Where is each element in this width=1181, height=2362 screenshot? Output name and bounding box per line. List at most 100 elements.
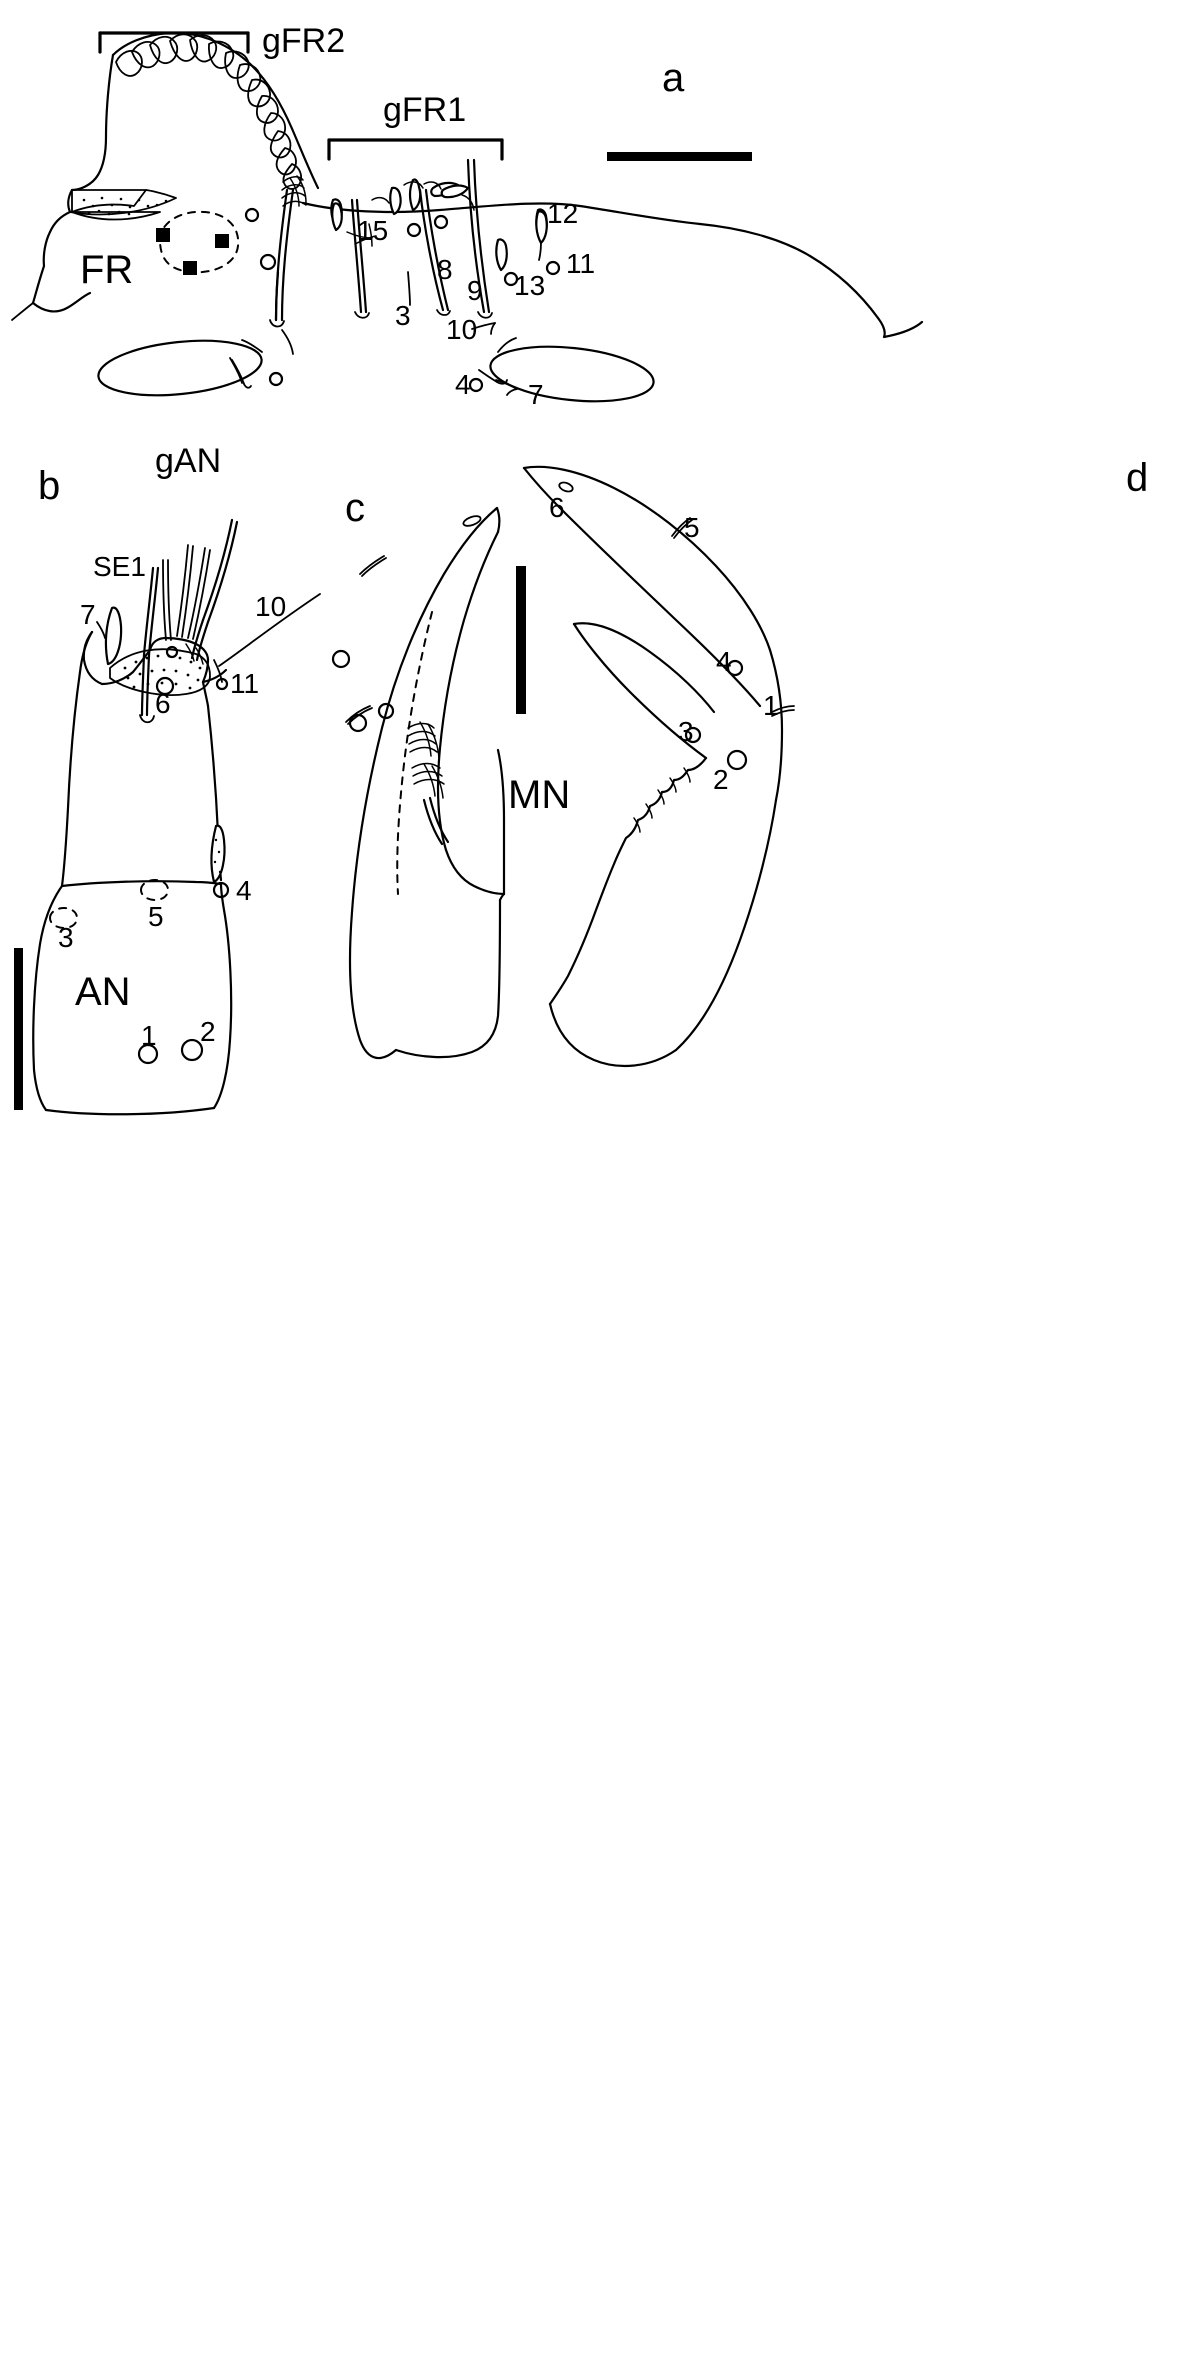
label-an: AN <box>75 970 131 1014</box>
label-b-6: 6 <box>155 688 171 719</box>
label-b-7: 7 <box>80 599 96 630</box>
label-a-7: 7 <box>528 379 544 410</box>
label-d-1: 1 <box>763 690 779 721</box>
seta-10-pointer-a <box>471 322 496 335</box>
panel-b-drawing <box>14 518 321 1116</box>
panel-letter-d: d <box>1126 456 1149 500</box>
mandible-marginal-setae <box>671 517 795 717</box>
maxilla-internal-dashed <box>396 611 433 895</box>
plate-left-a <box>97 339 263 397</box>
mandible-base-lower <box>548 1002 678 1068</box>
label-a-11: 11 <box>566 248 596 279</box>
label-mn: MN <box>508 773 571 817</box>
label-a-4: 4 <box>455 369 471 400</box>
panel-c-drawing <box>331 506 526 1060</box>
label-fr: FR <box>80 248 134 292</box>
frontoclypeus-outline <box>31 31 320 313</box>
antenna-apex-setae <box>162 544 211 641</box>
frontal-suture-left-b <box>280 188 295 322</box>
pore-6-b <box>155 676 175 696</box>
label-gan: gAN <box>155 442 222 480</box>
seta-10-leader-b <box>218 593 321 667</box>
muscle-attachment-area <box>156 210 240 275</box>
label-d-5: 5 <box>684 512 700 543</box>
label-a-8: 8 <box>437 254 453 285</box>
se1-seta <box>104 606 123 666</box>
label-b-1: 1 <box>141 1020 157 1051</box>
mandible-pore-6 <box>558 481 574 493</box>
maxilla-lacinial-spines <box>407 721 450 846</box>
label-a-15: 15 <box>357 215 389 246</box>
antenna-apex <box>148 636 210 684</box>
scale-bar-c <box>516 566 526 714</box>
label-gfr2: gFR2 <box>262 22 346 60</box>
label-gfr1: gFR1 <box>383 91 467 129</box>
label-b-2: 2 <box>200 1016 216 1047</box>
maxilla-apical-pore <box>462 515 482 527</box>
panel-letter-a: a <box>662 56 685 100</box>
frontoclypeus-left-extension <box>11 302 34 321</box>
stipple-patch-left <box>69 189 177 221</box>
seta-7-b <box>96 621 106 639</box>
seta-11-b <box>213 659 229 691</box>
mandible-right-margin-lower <box>674 798 778 1052</box>
dashed-pore-5-b <box>139 878 170 902</box>
label-a-13: 13 <box>514 270 546 301</box>
gan-long-setae <box>139 518 239 724</box>
label-b-10: 10 <box>255 591 287 622</box>
label-d-6: 6 <box>549 492 565 523</box>
maxilla-apex <box>495 506 501 534</box>
mandible-inner-curve-upper <box>522 466 762 708</box>
antenna-distal-plate <box>32 882 233 1116</box>
maxilla-outer-margin <box>348 506 499 1060</box>
frontoclypeus-right-tip <box>876 316 924 339</box>
plate-right-a <box>489 345 655 403</box>
label-b-11: 11 <box>230 668 260 699</box>
label-d-2: 2 <box>713 764 729 795</box>
mandible-right-margin-upper <box>768 648 784 802</box>
label-b-4: 4 <box>236 875 252 906</box>
mandible-serrated-margin <box>548 756 708 1006</box>
seta-4-b <box>210 824 230 899</box>
gfr1-setae <box>350 158 493 319</box>
gfr1-bracket <box>327 138 504 161</box>
mandible-outer-curve <box>522 465 772 652</box>
maxilla-inner-margin <box>436 530 500 852</box>
dashed-pore-3-b <box>48 906 79 930</box>
scale-bar-b <box>14 948 23 1110</box>
frontoclypeus-right-margin <box>698 222 880 320</box>
label-b-3: 3 <box>58 922 74 953</box>
seta-3-a <box>407 271 411 306</box>
frontoclypeus-median-ridge <box>301 201 702 226</box>
label-d-3: 3 <box>678 716 694 747</box>
label-a-12: 12 <box>547 198 579 229</box>
label-a-9: 9 <box>467 275 483 306</box>
maxilla-base-body <box>394 898 502 1059</box>
antenna-basal-segment <box>82 630 228 708</box>
pores-d <box>684 659 748 771</box>
panel-letter-c: c <box>345 486 365 530</box>
maxilla-inner-base <box>444 848 506 896</box>
maxilla-inner-side <box>496 748 506 896</box>
left-long-setae <box>269 270 294 355</box>
panel-letter-b: b <box>38 464 61 508</box>
seta-12-a <box>535 210 548 261</box>
label-a-10: 10 <box>446 314 478 345</box>
label-d-4: 4 <box>716 646 732 677</box>
label-a-3: 3 <box>395 300 411 331</box>
panel-a-drawing <box>11 31 924 403</box>
panel-d-drawing <box>522 465 795 1068</box>
gfr2-scale-row <box>115 33 303 190</box>
pore-1-b <box>137 1043 159 1065</box>
label-se1: SE1 <box>93 551 146 582</box>
plate-right-notch <box>497 337 517 353</box>
label-b-5: 5 <box>148 901 164 932</box>
mandible-tooth-2-inner <box>572 622 708 760</box>
maxilla-lateral-setae <box>331 555 395 733</box>
pore-2-b <box>180 1038 204 1062</box>
maxilla-base-join <box>498 892 506 902</box>
seta-7-pointer-a <box>495 379 518 396</box>
scale-bar-a <box>607 152 752 161</box>
